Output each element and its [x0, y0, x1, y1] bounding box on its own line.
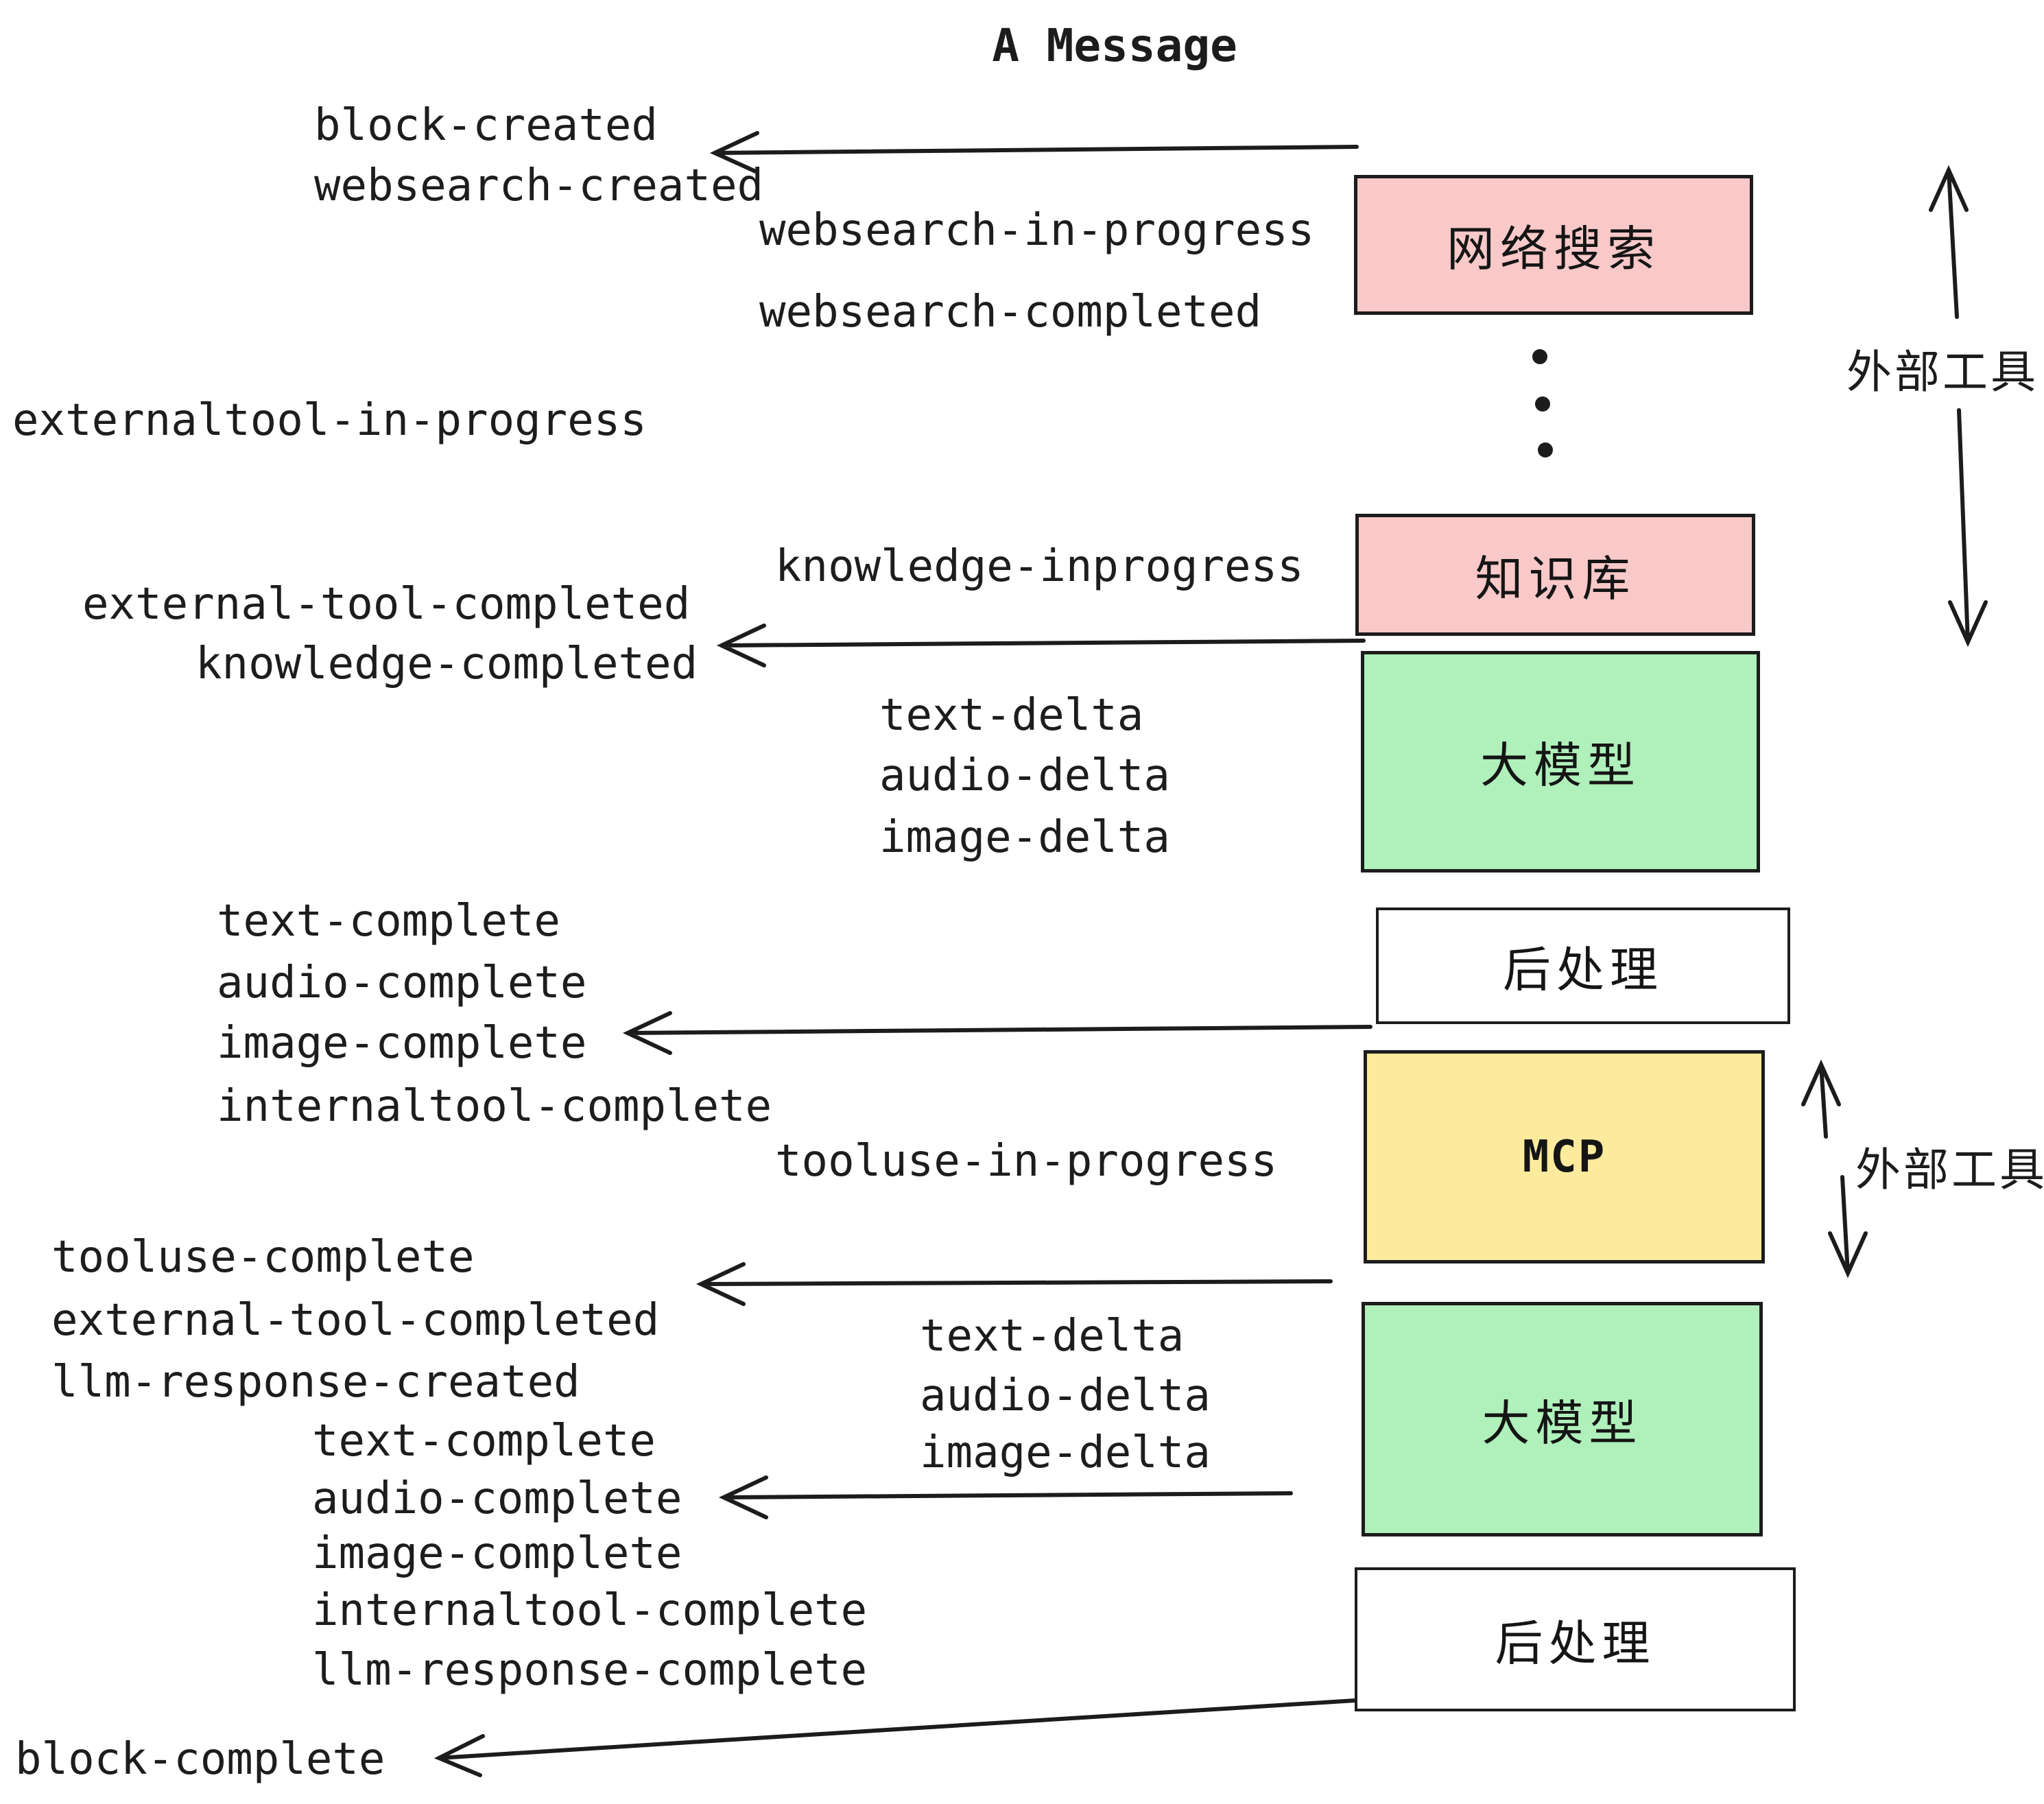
event-image-complete-2: image-complete: [312, 1528, 682, 1579]
arrow-block-complete-return: [433, 1697, 1379, 1777]
label-external-tools-mcp: 外部工具: [1855, 1143, 2044, 1196]
arrow-websearch-return: [709, 131, 1359, 174]
event-audio-delta: audio-delta: [879, 750, 1170, 801]
event-tooluse-complete: tooluse-complete: [51, 1232, 475, 1283]
event-text-complete: text-complete: [217, 896, 560, 947]
arrow-mcp-external-down: [1828, 1175, 1868, 1279]
event-external-tool-completed-2: external-tool-completed: [51, 1295, 660, 1346]
box-knowledge-base: 知识库: [1355, 514, 1755, 636]
event-internaltool-complete: internaltool-complete: [217, 1081, 772, 1132]
event-audio-complete: audio-complete: [217, 958, 587, 1008]
box-llm-2: 大模型: [1362, 1302, 1763, 1536]
arrow-external-tools-down: [1948, 408, 1988, 648]
arrow-external-tools-up: [1929, 165, 1969, 319]
arrow-llm2-complete-return: [718, 1475, 1293, 1519]
box-llm: 大模型: [1361, 651, 1760, 873]
event-internaltool-complete-2: internaltool-complete: [312, 1585, 868, 1636]
event-external-tool-completed: external-tool-completed: [82, 579, 691, 630]
event-audio-complete-2: audio-complete: [312, 1473, 682, 1524]
event-image-complete: image-complete: [217, 1018, 587, 1069]
event-websearch-completed: websearch-completed: [759, 287, 1262, 337]
event-tooluse-in-progress: tooluse-in-progress: [775, 1136, 1278, 1187]
box-postprocess: 后处理: [1376, 907, 1790, 1024]
event-text-delta-2: text-delta: [920, 1311, 1185, 1362]
event-text-delta: text-delta: [879, 690, 1144, 741]
event-llm-response-complete: llm-response-complete: [312, 1645, 868, 1696]
box-websearch: 网络搜索: [1354, 175, 1753, 315]
event-knowledge-inprogress: knowledge-inprogress: [775, 541, 1304, 592]
event-block-complete: block-complete: [15, 1734, 385, 1785]
arrow-knowledge-return: [716, 624, 1366, 667]
event-externaltool-in-progress: externaltool-in-progress: [12, 395, 647, 446]
arrow-mcp-external-up: [1801, 1059, 1841, 1139]
event-llm-response-created: llm-response-created: [51, 1357, 580, 1408]
event-image-delta-2: image-delta: [920, 1427, 1211, 1478]
ellipsis-dots: [1532, 349, 1553, 458]
label-external-tools-top: 外部工具: [1846, 346, 2039, 399]
event-block-created: block-created: [314, 100, 658, 151]
event-image-delta: image-delta: [879, 812, 1170, 863]
event-knowledge-completed: knowledge-completed: [195, 639, 698, 689]
event-websearch-created: websearch-created: [314, 161, 764, 211]
diagram-title: A Message: [992, 19, 1237, 72]
arrow-tooluse-return: [696, 1262, 1333, 1306]
arrow-llm-complete-return: [622, 1011, 1372, 1055]
event-audio-delta-2: audio-delta: [920, 1370, 1211, 1421]
event-websearch-in-progress: websearch-in-progress: [759, 205, 1315, 256]
event-text-complete-2: text-complete: [312, 1416, 656, 1467]
box-mcp: MCP: [1364, 1050, 1765, 1263]
box-postprocess-2: 后处理: [1355, 1567, 1796, 1711]
